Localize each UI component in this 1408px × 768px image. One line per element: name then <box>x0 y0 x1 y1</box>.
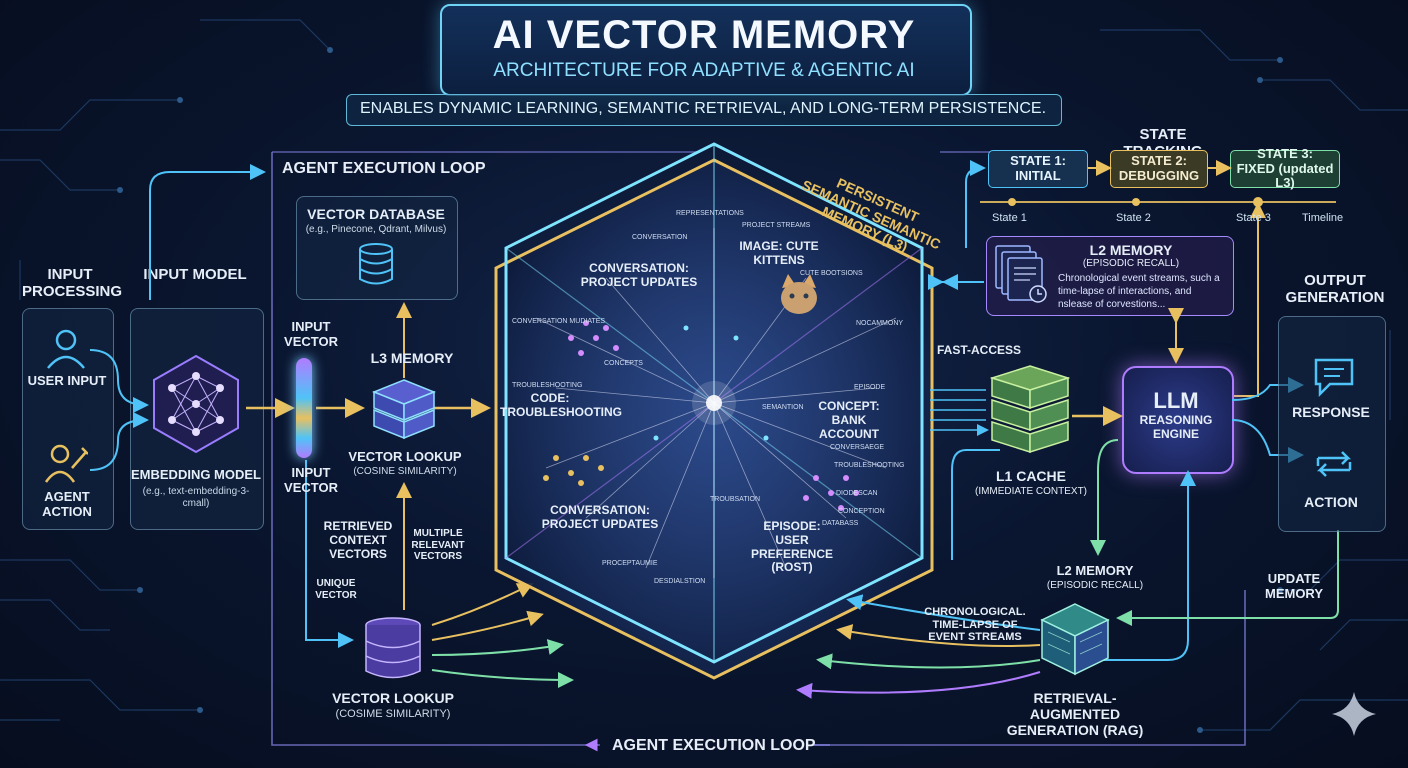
state-2-label: STATE 2: <box>1131 153 1187 169</box>
episode-documents-icon <box>995 245 1047 303</box>
vector-tag: DESDIALSTION <box>654 578 706 585</box>
embedding-model-label: EMBEDDING MODEL <box>131 467 261 482</box>
cluster-code: CODE: TROUBLESHOOTING <box>500 391 622 419</box>
output-generation-panel <box>1278 316 1386 532</box>
semantic-memory-hexagon <box>494 142 934 680</box>
cluster-episode: EPISODE: USER PREFERENCE (ROST) <box>750 519 833 575</box>
tagline-banner <box>346 94 1062 126</box>
vector-tag: CUTE BOOTSIONS <box>800 270 863 277</box>
action-label: ACTION <box>1304 494 1358 510</box>
llm-sub: REASONING ENGINE <box>1139 413 1213 441</box>
state-1-detail: INITIAL <box>1015 168 1061 183</box>
action-cycle-icon <box>1316 451 1352 477</box>
input-processing-title: INPUT PROCESSING <box>22 266 123 301</box>
input-vector-bar <box>296 358 312 458</box>
l2-memory-sub-top: (EPISODIC RECALL) <box>1082 258 1180 269</box>
vector-lookup-database-icon <box>365 617 421 679</box>
llm-reasoning-engine <box>1122 366 1234 474</box>
multiple-vectors-label: MULTIPLE RELEVANT VECTORS <box>411 528 465 562</box>
vector-database-title: VECTOR DATABASE <box>307 206 445 222</box>
database-icon <box>359 243 393 285</box>
agent-tools-icon <box>44 444 88 483</box>
state-3-box: STATE 3:FIXED (updated L3) <box>1230 146 1340 191</box>
neural-network-icon <box>153 354 239 454</box>
kitten-icon <box>781 274 817 314</box>
tagline: ENABLES DYNAMIC LEARNING, SEMANTIC RETRI… <box>359 100 1047 117</box>
fast-access-label: FAST-ACCESS <box>936 343 1021 357</box>
cluster-concept: CONCEPT: BANK ACCOUNT <box>818 399 880 441</box>
timeline-label: Timeline <box>1302 212 1344 224</box>
l3-memory-label: L3 MEMORY <box>370 350 454 366</box>
unique-vector-label: UNIQUE VECTOR <box>315 578 357 601</box>
input-vector-label-bottom: INPUT VECTOR <box>284 465 338 495</box>
vector-tag: PROJECT STREAMS <box>742 222 811 229</box>
agent-action-label: AGENT ACTION <box>42 489 92 519</box>
vector-tag: CONVERSAEGE <box>830 444 885 451</box>
l1-cache-sub: (IMMEDIATE CONTEXT) <box>974 486 1088 497</box>
input-processing-panel <box>22 308 114 530</box>
vector-tag: TROUBSATION <box>710 496 761 503</box>
state-2-box: STATE 2:DEBUGGING <box>1110 150 1208 188</box>
vector-tag: PROCEPTAUMIE <box>602 560 658 567</box>
sparkle-icon <box>1332 692 1376 736</box>
vector-lookup-label: VECTOR LOOKUP <box>332 690 454 706</box>
rag-label: RETRIEVAL-AUGMENTED GENERATION (RAG) <box>1006 690 1144 739</box>
l2-memory-title-top: L2 MEMORY <box>1089 242 1173 258</box>
vector-tag: CONVERSATION MUDIATES <box>512 318 606 325</box>
timeline-tick-state-2: State 2 <box>1116 212 1151 224</box>
vector-tag: DIODESCAN <box>836 490 878 497</box>
vector-tag: SEMANTION <box>762 404 804 411</box>
input-model-title: INPUT MODEL <box>143 266 247 283</box>
vector-tag: NOCAMMONY <box>856 320 904 327</box>
cluster-image: IMAGE: CUTE KITTENS <box>739 239 819 267</box>
state-2-detail: DEBUGGING <box>1118 168 1200 183</box>
response-label: RESPONSE <box>1292 404 1370 420</box>
state-1-label: STATE 1: <box>1010 153 1066 169</box>
state-3-detail: FIXED (updated L3) <box>1236 160 1334 191</box>
vector-lookup-sub: (COSIME SIMILARITY) <box>335 708 451 720</box>
rag-cube-icon <box>1040 603 1110 676</box>
retrieved-context-label: RETRIEVED CONTEXT VECTORS <box>323 519 393 561</box>
l2-memory-description: Chronological event streams, such a time… <box>1058 273 1220 310</box>
vector-tag: CONCEPTS <box>604 360 643 367</box>
user-input-label: USER INPUT <box>27 373 107 388</box>
vector-tag: CONVERSATION <box>632 234 688 241</box>
l2-memory-title-bottom: L2 MEMORY <box>1056 563 1134 578</box>
vector-tag: CONCEPTION <box>838 508 885 515</box>
page-subtitle: ARCHITECTURE FOR ADAPTIVE & AGENTIC AI <box>493 60 915 81</box>
vector-tag: REPRESENTATIONS <box>676 210 744 217</box>
timeline-tick-state-1: State 1 <box>992 212 1027 224</box>
page-title: AI VECTOR MEMORY <box>492 13 916 57</box>
chat-bubble-icon <box>1314 358 1354 398</box>
update-memory-label: UPDATE MEMORY <box>1264 571 1324 601</box>
l2-memory-sub-bottom: (EPISODIC RECALL) <box>1046 580 1144 591</box>
cluster-conversation-top: CONVERSATION: PROJECT UPDATES <box>580 261 698 289</box>
output-generation-title: OUTPUT GENERATION <box>1285 272 1385 307</box>
state-3-label: STATE 3: <box>1257 145 1313 161</box>
vector-tag: DATABASS <box>822 520 859 527</box>
vector-tag: TROUBLESHOOTING <box>834 462 905 469</box>
vector-tag: TROUBLESHOOTING <box>512 382 583 389</box>
input-vector-label-top: INPUT VECTOR <box>284 319 338 349</box>
timeline-tick-state-3: State 3 <box>1236 212 1271 224</box>
agent-loop-label-bottom: AGENT EXECUTION LOOP <box>612 737 816 754</box>
embedding-model-example: (e.g., text-embedding-3-cmall) <box>142 486 250 509</box>
agent-loop-label-top: AGENT EXECUTION LOOP <box>282 160 486 177</box>
l1-cache-label: L1 CACHE <box>995 468 1066 484</box>
title-banner <box>440 4 972 96</box>
l3-server-stack-icon <box>372 379 436 440</box>
cluster-conversation-bottom: CONVERSATION: PROJECT UPDATES <box>541 503 659 531</box>
l3-vector-lookup-label: VECTOR LOOKUP <box>348 449 462 464</box>
vector-database-examples: (e.g., Pinecone, Qdrant, Milvus) <box>305 224 447 235</box>
llm-title: LLM <box>1153 388 1199 413</box>
state-1-box: STATE 1:INITIAL <box>988 150 1088 188</box>
chronological-label: CHRONOLOGICAL. TIME-LAPSE OF EVENT STREA… <box>924 606 1026 644</box>
l3-vector-lookup-sub: (COSINE SIMILARITY) <box>353 466 457 477</box>
user-icon <box>47 329 85 369</box>
vector-tag: EPISODE <box>854 384 886 391</box>
l1-cache-stack-icon <box>990 365 1070 454</box>
